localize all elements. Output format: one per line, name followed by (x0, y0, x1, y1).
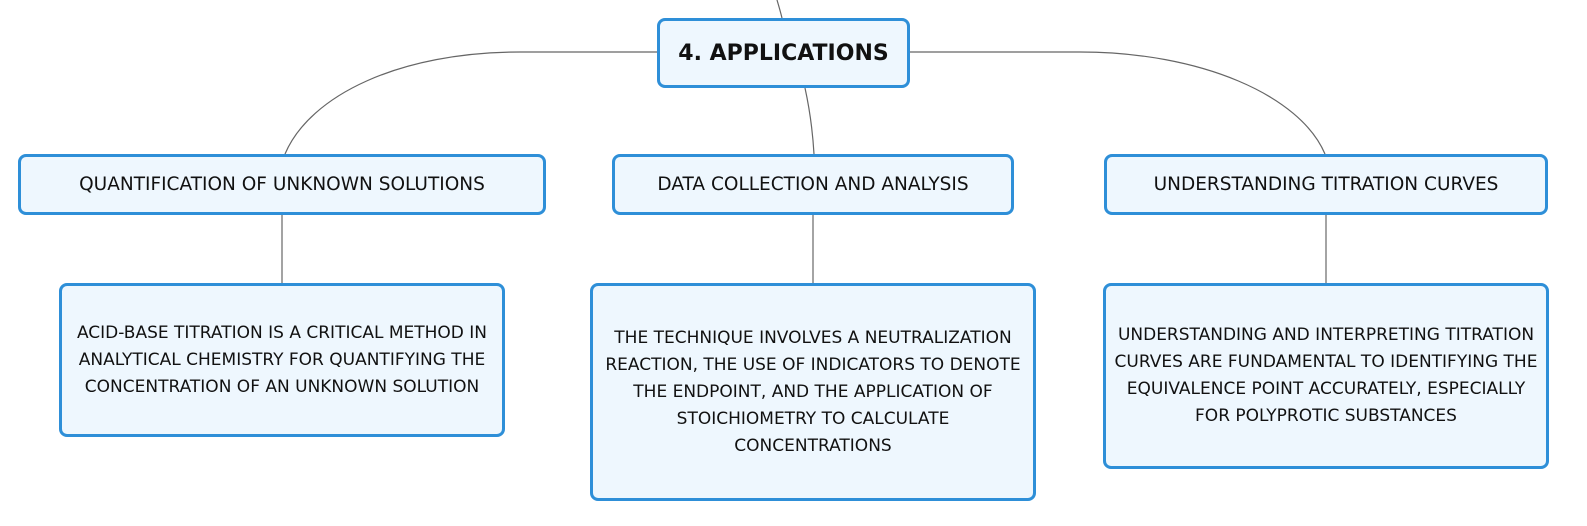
detail-node-titration-curves[interactable]: UNDERSTANDING AND INTERPRETING TITRATION… (1103, 283, 1549, 469)
connector-parent-to-root (776, 0, 783, 19)
detail-node-data-collection[interactable]: THE TECHNIQUE INVOLVES A NEUTRALIZATION … (590, 283, 1036, 501)
branch-node-label: QUANTIFICATION OF UNKNOWN SOLUTIONS (79, 173, 485, 195)
detail-node-text: THE TECHNIQUE INVOLVES A NEUTRALIZATION … (605, 327, 1021, 456)
connector-root-to-titration-curves (910, 51, 1326, 155)
root-node-label: 4. APPLICATIONS (678, 40, 889, 66)
branch-node-label: UNDERSTANDING TITRATION CURVES (1153, 173, 1499, 195)
detail-node-quantification[interactable]: ACID-BASE TITRATION IS A CRITICAL METHOD… (59, 283, 505, 437)
branch-node-quantification[interactable]: QUANTIFICATION OF UNKNOWN SOLUTIONS (18, 154, 546, 215)
connector-root-to-quantification (284, 51, 657, 155)
root-node-applications[interactable]: 4. APPLICATIONS (657, 18, 910, 88)
branch-node-data-collection[interactable]: DATA COLLECTION AND ANALYSIS (612, 154, 1014, 215)
connector-root-to-data-collection (804, 87, 815, 155)
detail-node-text: ACID-BASE TITRATION IS A CRITICAL METHOD… (76, 322, 488, 397)
branch-node-titration-curves[interactable]: UNDERSTANDING TITRATION CURVES (1104, 154, 1548, 215)
detail-node-text: UNDERSTANDING AND INTERPRETING TITRATION… (1114, 325, 1538, 426)
branch-node-label: DATA COLLECTION AND ANALYSIS (657, 173, 969, 195)
